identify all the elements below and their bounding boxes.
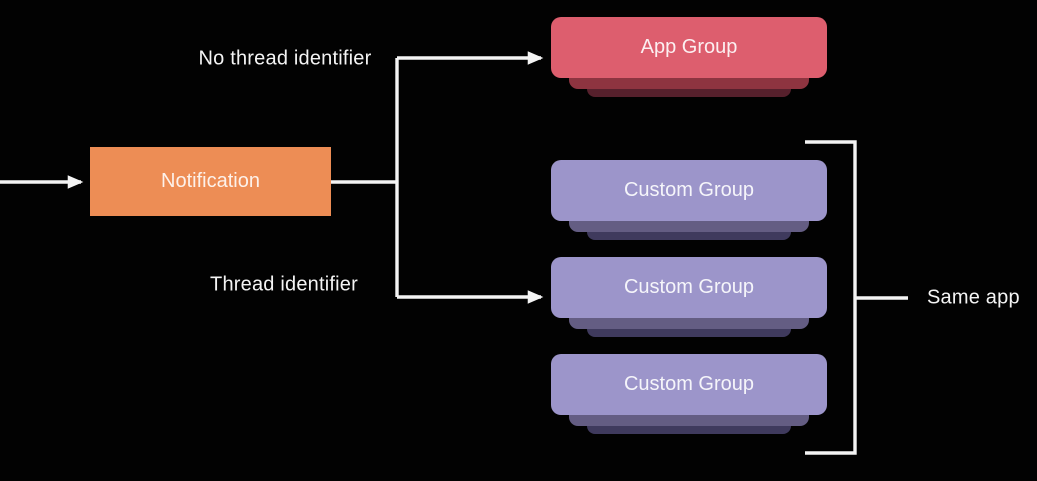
custom-group-stack-1: Custom Group <box>551 160 827 240</box>
custom-group-stack-3: Custom Group <box>551 354 827 434</box>
custom-group-3-card: Custom Group <box>551 354 827 415</box>
no-thread-identifier-label: No thread identifier <box>198 47 372 70</box>
custom-group-stack-2: Custom Group <box>551 257 827 337</box>
thread-identifier-label: Thread identifier <box>210 273 358 296</box>
custom-group-2-card: Custom Group <box>551 257 827 318</box>
app-group-card: App Group <box>551 17 827 78</box>
notification-node: Notification <box>90 147 331 216</box>
custom-group-1-card: Custom Group <box>551 160 827 221</box>
app-group-stack: App Group <box>551 17 827 97</box>
same-app-label: Same app <box>927 286 1020 309</box>
